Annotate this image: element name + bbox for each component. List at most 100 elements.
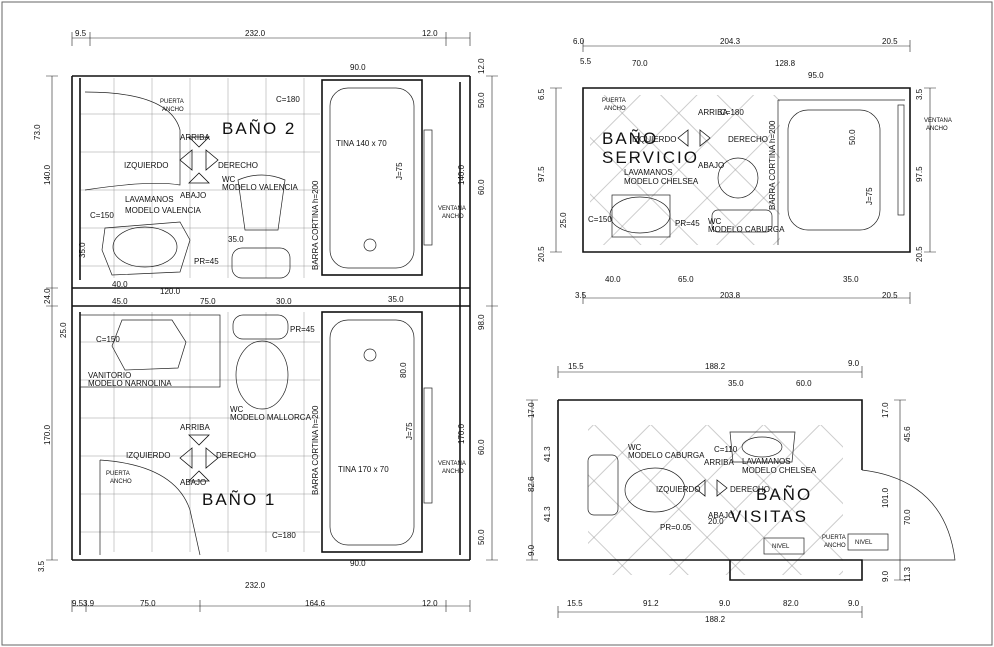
dim-label: 3.5: [37, 560, 46, 572]
dim-label: 60.0: [477, 179, 486, 195]
tile-floor-bano2: [80, 78, 320, 278]
wc-tank-bano2: [231, 247, 291, 279]
label-izquierdo: IZQUIERDO: [124, 161, 168, 170]
label-modelo: MODELO CABURGA: [628, 451, 705, 460]
dim-label: 9.0: [848, 359, 860, 368]
label-modelo: MODELO VALENCIA: [125, 206, 202, 215]
dim-label: 20.5: [882, 291, 898, 300]
label-derecho: DERECHO: [730, 485, 770, 494]
direction-arrows-bano1: [179, 434, 219, 482]
dim-label: 35.0: [78, 242, 87, 258]
dim-label: 50.0: [477, 529, 486, 545]
dim-label: 164.6: [305, 599, 326, 608]
visitas-door-arc: [861, 469, 956, 561]
visitas-title: BAÑO: [756, 485, 812, 504]
label-puerta: PUERTA: [160, 99, 184, 105]
label-j75: J=75: [405, 422, 414, 440]
plan-bano-servicio: [550, 40, 936, 304]
label-c150: C=150: [90, 211, 114, 220]
label-izquierdo: IZQUIERDO: [126, 451, 170, 460]
dim-label: 75.0: [200, 297, 216, 306]
label-puerta: PUERTA: [602, 98, 626, 104]
visitas-sink: [729, 431, 796, 463]
visitas-title: VISITAS: [730, 507, 808, 526]
servicio-shower-wall: [777, 99, 905, 245]
dim-label: 35.0: [388, 295, 404, 304]
dim-label: 5.5: [580, 57, 592, 66]
label-derecho: DERECHO: [728, 135, 768, 144]
label-puerta: PUERTA: [106, 471, 130, 477]
visitas-sink-bowl: [741, 436, 783, 458]
visitas-dim-bottom: [557, 606, 863, 618]
label-pr45: PR=45: [194, 257, 219, 266]
dim-label: 3.5: [575, 291, 587, 300]
dim-label: 3.5: [915, 88, 924, 100]
dim-label: 35.0: [728, 379, 744, 388]
visitas-dim-right: [894, 399, 906, 581]
outer-wall: [71, 75, 471, 561]
label-vanitorio: VANITORIO: [88, 371, 131, 380]
drain-bano2: [363, 238, 377, 252]
label-pr45: PR=45: [290, 325, 315, 334]
dim-label: 232.0: [245, 581, 266, 590]
label-arriba: ARRIBA: [698, 108, 728, 117]
dim-label: 40.0: [112, 280, 128, 289]
bano1-title: BAÑO 1: [202, 490, 276, 509]
label-pr45: PR=45: [675, 219, 700, 228]
label-c180: C=180: [272, 531, 296, 540]
dim-label: 140.0: [43, 164, 52, 185]
label-ancho: ANCHO: [442, 469, 464, 475]
door-bano1: [99, 459, 201, 556]
servicio-dim-right: [924, 87, 936, 253]
dim-label: 35.0: [843, 275, 859, 284]
dim-label: 203.8: [720, 291, 741, 300]
label-ventana: VENTANA: [438, 206, 466, 212]
tile-floor-servicio: [590, 95, 780, 245]
dim-label: 41.3: [543, 506, 552, 522]
servicio-title: BAÑO: [602, 129, 658, 148]
label-wc: WC: [230, 405, 244, 414]
dim-label: 9.0: [719, 599, 731, 608]
dim-label: 9.0: [848, 599, 860, 608]
dim-label: 90.0: [350, 63, 366, 72]
servicio-direction-arrows: [677, 129, 711, 147]
label-ancho: ANCHO: [442, 214, 464, 220]
tub-bano2: [321, 79, 423, 276]
label-modelo: MODELO CHELSEA: [742, 466, 817, 475]
dim-label: 3.9: [83, 599, 95, 608]
tub-bano1-inner: [329, 319, 415, 546]
servicio-title: SERVICIO: [602, 148, 699, 167]
dim-label: 45.6: [903, 426, 912, 442]
dim-label: 204.3: [720, 37, 741, 46]
dividing-wall: [72, 287, 470, 307]
label-barra: BARRA CORTINA h=200: [311, 180, 320, 270]
dim-label: 6.0: [573, 37, 585, 46]
dim-label: 120.0: [160, 287, 181, 296]
label-izquierdo: IZQUIERDO: [656, 485, 700, 494]
dim-line-right: [486, 75, 498, 561]
visitas-dim-top: [557, 366, 863, 378]
label-nivel: NIVEL: [772, 544, 790, 550]
label-abajo: ABAJO: [698, 161, 724, 170]
dim-label: 17.0: [881, 402, 890, 418]
vanity-bano1: [79, 314, 221, 388]
label-modelo: MODELO CABURGA: [708, 225, 785, 234]
dim-label: 20.5: [915, 246, 924, 262]
label-arriba: ARRIBA: [704, 458, 734, 467]
dim-label: 170.0: [43, 424, 52, 445]
label-lavamanos: LAVAMANOS: [125, 195, 174, 204]
tile-floor-bano1: [80, 312, 320, 552]
label-derecho: DERECHO: [218, 161, 258, 170]
dim-label: 60.0: [796, 379, 812, 388]
label-barra: BARRA CORTINA h=200: [311, 405, 320, 495]
dim-label: 73.0: [33, 124, 42, 140]
dim-label: 95.0: [808, 71, 824, 80]
tile-floor-visitas: [588, 425, 843, 575]
dim-label: 82.0: [783, 599, 799, 608]
servicio-window: [897, 104, 905, 216]
tub-bano1: [321, 311, 423, 553]
servicio-dim-bottom: [582, 292, 911, 304]
dim-label: 140.0: [457, 164, 466, 185]
tub-bano2-inner: [329, 87, 415, 269]
